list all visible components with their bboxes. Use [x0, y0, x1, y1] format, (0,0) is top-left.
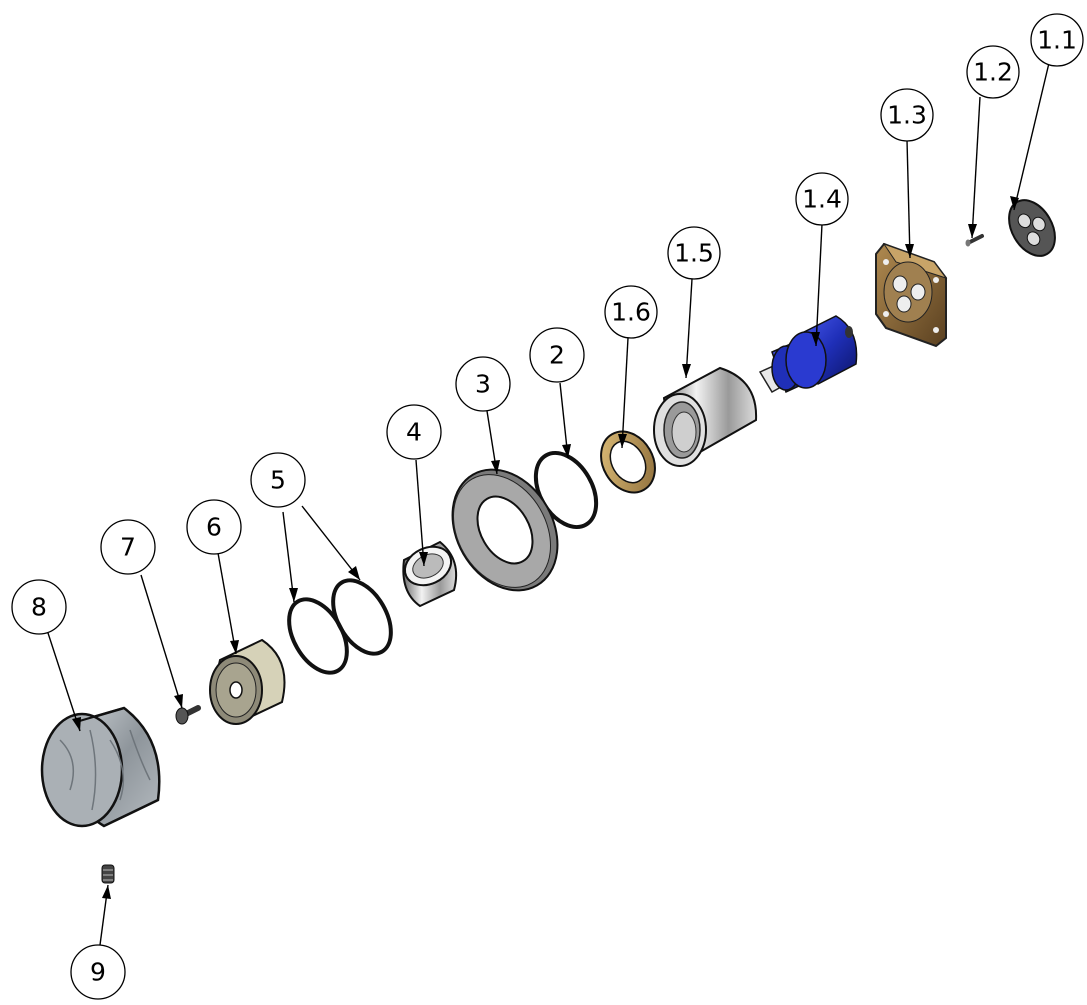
arrowhead-5b	[348, 566, 360, 580]
balloon-1-3-label: 1.3	[887, 101, 927, 130]
part-1-1-cover-disc	[1008, 199, 1056, 257]
part-1-4-cartridge	[758, 315, 858, 394]
arrowhead-1-4	[811, 332, 820, 346]
balloon-7: 7	[100, 519, 156, 575]
leader-6	[217, 552, 237, 655]
arrowhead-1-1	[1010, 196, 1019, 210]
balloon-9: 9	[70, 944, 126, 1000]
leader-1-1	[1013, 62, 1050, 211]
balloon-6-label: 6	[206, 513, 222, 542]
part-9-grub-screw	[101, 864, 115, 884]
balloon-1-6-label: 1.6	[611, 298, 651, 327]
arrowhead-5a	[289, 588, 298, 602]
balloon-1-4: 1.4	[795, 172, 849, 226]
arrowhead-3	[491, 460, 500, 474]
balloon-8: 8	[11, 579, 67, 635]
leader-7	[140, 574, 183, 709]
part-5-orings	[287, 578, 393, 675]
leader-1-3	[906, 139, 911, 259]
part-3-washer	[451, 468, 559, 592]
balloon-1-5-label: 1.5	[674, 239, 714, 268]
part-1-5-sleeve	[653, 366, 758, 467]
balloon-3: 3	[455, 356, 511, 412]
balloon-1-2-label: 1.2	[973, 58, 1013, 87]
balloon-1-5: 1.5	[667, 226, 721, 280]
balloon-5-label: 5	[270, 466, 286, 495]
leader-8	[47, 632, 81, 732]
leader-4	[415, 459, 425, 567]
balloon-1-1: 1.1	[1030, 13, 1084, 67]
part-1-3-flange	[875, 242, 948, 348]
balloon-5: 5	[250, 452, 306, 508]
balloon-1-2: 1.2	[966, 45, 1020, 99]
balloon-1-4-label: 1.4	[802, 185, 842, 214]
balloon-6: 6	[186, 499, 242, 555]
part-6-hub	[209, 638, 286, 725]
balloon-9-label: 9	[90, 958, 106, 987]
part-7-screw	[175, 705, 201, 725]
leader-1-6	[621, 337, 629, 449]
balloon-7-label: 7	[120, 533, 136, 562]
part-1-2-pin	[965, 234, 984, 247]
part-1-6-nut	[600, 430, 656, 494]
balloon-3-label: 3	[475, 370, 491, 399]
arrowhead-7	[174, 694, 183, 708]
arrowhead-1-5	[682, 364, 691, 378]
balloon-4: 4	[386, 404, 442, 460]
balloon-4-label: 4	[406, 418, 422, 447]
balloon-2: 2	[529, 327, 585, 383]
balloon-1-1-label: 1.1	[1037, 26, 1077, 55]
arrowhead-1-2	[968, 224, 977, 238]
arrowhead-4	[419, 552, 428, 566]
leader-5a	[282, 511, 295, 603]
leader-5b	[301, 505, 361, 581]
part-8-knob	[40, 706, 161, 828]
leader-1-2	[971, 96, 981, 239]
balloon-1-6: 1.6	[604, 285, 658, 339]
part-4-bushing	[402, 540, 458, 608]
arrowhead-6	[230, 640, 239, 654]
arrowhead-1-3	[905, 244, 914, 258]
leader-1-5	[685, 278, 693, 379]
balloon-1-3: 1.3	[880, 88, 934, 142]
leader-lines	[47, 62, 1050, 946]
arrowhead-8	[72, 717, 81, 731]
balloon-8-label: 8	[31, 593, 47, 622]
arrowhead-9	[102, 885, 111, 899]
arrowhead-1-6	[618, 434, 627, 448]
arrowhead-2	[562, 444, 571, 458]
balloon-2-label: 2	[549, 341, 565, 370]
leader-1-4	[815, 223, 823, 347]
